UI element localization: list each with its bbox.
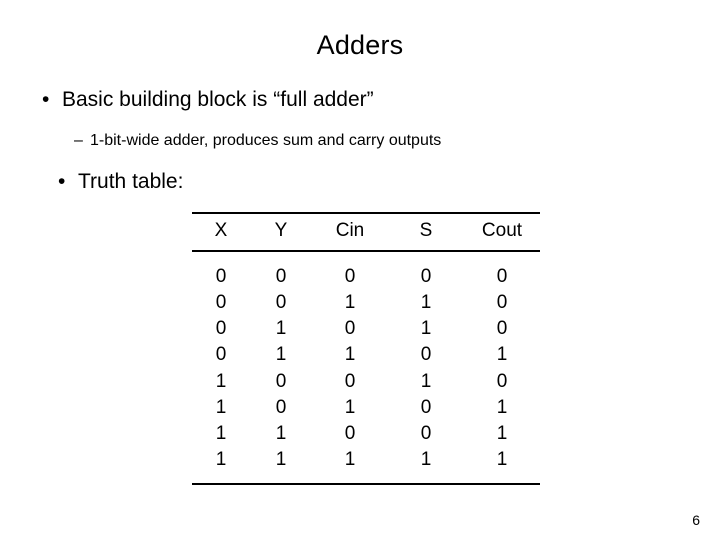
bullet-marker-icon: • xyxy=(42,88,50,111)
table-row: 0 0 0 0 0 xyxy=(192,264,540,290)
cell-s: 0 xyxy=(420,344,432,366)
spacer-cell xyxy=(312,473,388,485)
cell-cin: 0 xyxy=(344,266,356,287)
cell-cout: 1 xyxy=(496,344,508,366)
cell-s: 1 xyxy=(420,448,432,470)
cell-cin: 0 xyxy=(344,422,356,444)
cell-cin: 1 xyxy=(344,344,356,366)
cell-s: 0 xyxy=(420,396,432,418)
table-row: 1 0 0 1 0 xyxy=(192,369,540,395)
bullet-text: Basic building block is “full adder” xyxy=(62,88,374,111)
cell-cin: 0 xyxy=(344,318,356,340)
cell-s: 1 xyxy=(420,370,432,392)
cell-y: 0 xyxy=(275,292,287,314)
spacer-cell xyxy=(192,251,250,264)
cell-x: 0 xyxy=(215,292,227,314)
cell-y: 1 xyxy=(275,318,287,340)
cell-x: 1 xyxy=(215,370,227,392)
table-row: 1 1 1 1 1 xyxy=(192,447,540,473)
cell-s: 1 xyxy=(420,292,432,314)
cell-x: 1 xyxy=(215,396,227,418)
cell-x: 0 xyxy=(215,266,227,287)
column-header-s: S xyxy=(388,212,464,252)
cell-y: 0 xyxy=(275,370,287,392)
column-header-cin: Cin xyxy=(312,212,388,252)
table-row: 0 0 1 1 0 xyxy=(192,290,540,316)
bullet-level2-one-bit-adder: –1-bit-wide adder, produces sum and carr… xyxy=(74,132,441,150)
cell-cin: 1 xyxy=(344,396,356,418)
cell-y: 1 xyxy=(275,422,287,444)
cell-cout: 0 xyxy=(496,292,508,314)
column-header-x: X xyxy=(192,212,250,252)
table-spacer-row xyxy=(192,473,540,485)
spacer-cell xyxy=(388,473,464,485)
cell-y: 1 xyxy=(275,448,287,470)
table-row: 0 1 1 0 1 xyxy=(192,342,540,368)
cell-x: 0 xyxy=(215,318,227,340)
bullet-level1-basic-building-block: • Basic building block is “full adder” xyxy=(42,88,374,112)
spacer-cell xyxy=(464,473,540,485)
cell-cout: 0 xyxy=(496,318,508,340)
cell-cin: 1 xyxy=(344,292,356,314)
spacer-cell xyxy=(388,251,464,264)
dash-marker-icon: – xyxy=(74,132,83,149)
bullet-marker-icon: • xyxy=(58,170,66,193)
cell-s: 0 xyxy=(420,266,432,287)
cell-y: 0 xyxy=(275,266,287,287)
spacer-cell xyxy=(464,251,540,264)
bullet-text: 1-bit-wide adder, produces sum and carry… xyxy=(90,132,442,149)
column-header-y: Y xyxy=(250,212,312,252)
cell-cin: 0 xyxy=(344,370,356,392)
table-body: 0 0 0 0 0 0 0 1 1 0 0 1 0 1 0 0 xyxy=(192,251,540,485)
cell-cout: 1 xyxy=(496,422,508,444)
table-header-row: X Y Cin S Cout xyxy=(192,212,540,252)
page-title: Adders xyxy=(316,30,404,60)
spacer-cell xyxy=(250,251,312,264)
cell-x: 1 xyxy=(215,448,227,470)
table-row: 1 1 0 0 1 xyxy=(192,421,540,447)
bullet-text: Truth table: xyxy=(78,170,184,193)
cell-cout: 1 xyxy=(496,448,508,470)
cell-s: 0 xyxy=(420,422,432,444)
cell-y: 0 xyxy=(275,396,287,418)
cell-x: 1 xyxy=(215,422,227,444)
cell-s: 1 xyxy=(420,318,432,340)
table-row: 0 1 0 1 0 xyxy=(192,316,540,342)
column-header-cout: Cout xyxy=(464,212,540,252)
cell-y: 1 xyxy=(275,344,287,366)
cell-cout: 0 xyxy=(496,266,508,287)
table-row: 1 0 1 0 1 xyxy=(192,395,540,421)
spacer-cell xyxy=(192,473,250,485)
bullet-level1-truth-table: • Truth table: xyxy=(58,170,183,194)
spacer-cell xyxy=(312,251,388,264)
cell-cout: 0 xyxy=(496,370,508,392)
spacer-cell xyxy=(250,473,312,485)
cell-cout: 1 xyxy=(496,396,508,418)
cell-x: 0 xyxy=(215,344,227,366)
truth-table: X Y Cin S Cout 0 0 0 0 0 xyxy=(192,212,540,485)
page-number: 6 xyxy=(692,512,700,528)
table-header: X Y Cin S Cout xyxy=(192,212,540,252)
cell-cin: 1 xyxy=(344,448,356,470)
table-spacer-row xyxy=(192,251,540,264)
